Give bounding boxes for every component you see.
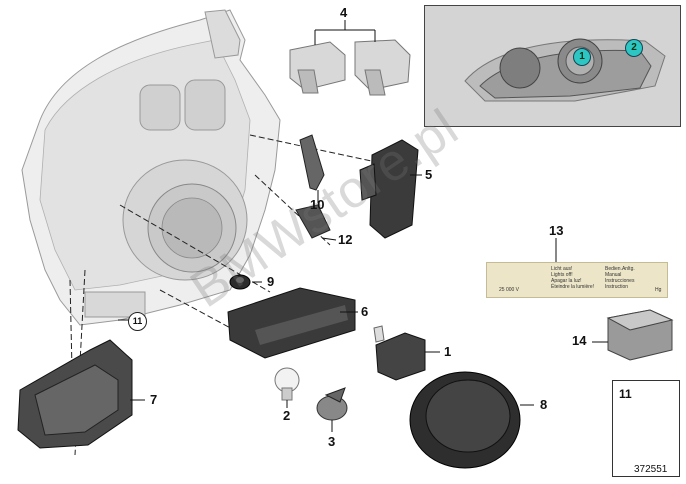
warning-line: Éteindre la lumière! — [551, 284, 595, 290]
warning-line: Bedien.Anltg. — [605, 266, 635, 272]
callout-5: 5 — [425, 167, 433, 182]
warning-line: Instruction — [605, 284, 629, 290]
callout-8: 8 — [540, 397, 548, 412]
warning-line: Instrucciones — [605, 278, 635, 284]
callout-9: 9 — [267, 274, 275, 289]
callout-4: 4 — [340, 5, 348, 20]
callout-12: 12 — [338, 232, 353, 247]
warning-label: Licht aus! Lights off! Apagar la luz! Ét… — [486, 262, 668, 298]
part-1-module — [373, 325, 440, 381]
vehicle-inset-art — [425, 6, 680, 126]
part-14-box — [592, 309, 674, 361]
callout-7: 7 — [150, 392, 158, 407]
callout-11-circled: 11 — [128, 312, 147, 331]
part-4-led-modules — [289, 20, 411, 96]
legend-box: 11 — [612, 380, 680, 477]
callout-10: 10 — [310, 197, 325, 212]
part-8-cover — [409, 371, 534, 469]
warning-line: Manual — [605, 272, 622, 278]
warning-label-col-a: Licht aus! Lights off! Apagar la luz! Ét… — [551, 266, 594, 290]
inset-marker-2: 2 — [625, 39, 643, 57]
callout-3: 3 — [328, 434, 336, 449]
headlight-housing — [21, 9, 281, 326]
callout-2: 2 — [283, 408, 291, 423]
inset-marker-1: 1 — [573, 48, 591, 66]
part-2-bulb — [274, 367, 300, 408]
warning-line: Lights off! — [551, 272, 573, 278]
callout-1: 1 — [444, 344, 452, 359]
vehicle-inset: 1 2 — [424, 5, 681, 127]
part-7-support — [17, 339, 145, 449]
callout-13: 13 — [549, 223, 564, 238]
callout-14: 14 — [572, 333, 587, 348]
part-10-12-brackets — [295, 134, 337, 241]
warning-voltage: 25 000 V — [499, 287, 520, 293]
document-number: 372551 — [634, 464, 668, 475]
part-3-socket — [316, 387, 348, 432]
legend-callout-11: 11 — [619, 387, 632, 401]
part-5-control-unit — [359, 139, 422, 239]
warning-label-col-b: Bedien.Anltg. Manual Instrucciones Instr… — [605, 266, 635, 290]
part-9-grommet — [229, 274, 262, 290]
warning-line: Licht aus! — [551, 266, 573, 272]
warning-line: Apagar la luz! — [551, 278, 582, 284]
callout-6: 6 — [361, 304, 369, 319]
warning-recycle: Hg — [655, 287, 662, 293]
part-6-driver — [227, 287, 358, 359]
